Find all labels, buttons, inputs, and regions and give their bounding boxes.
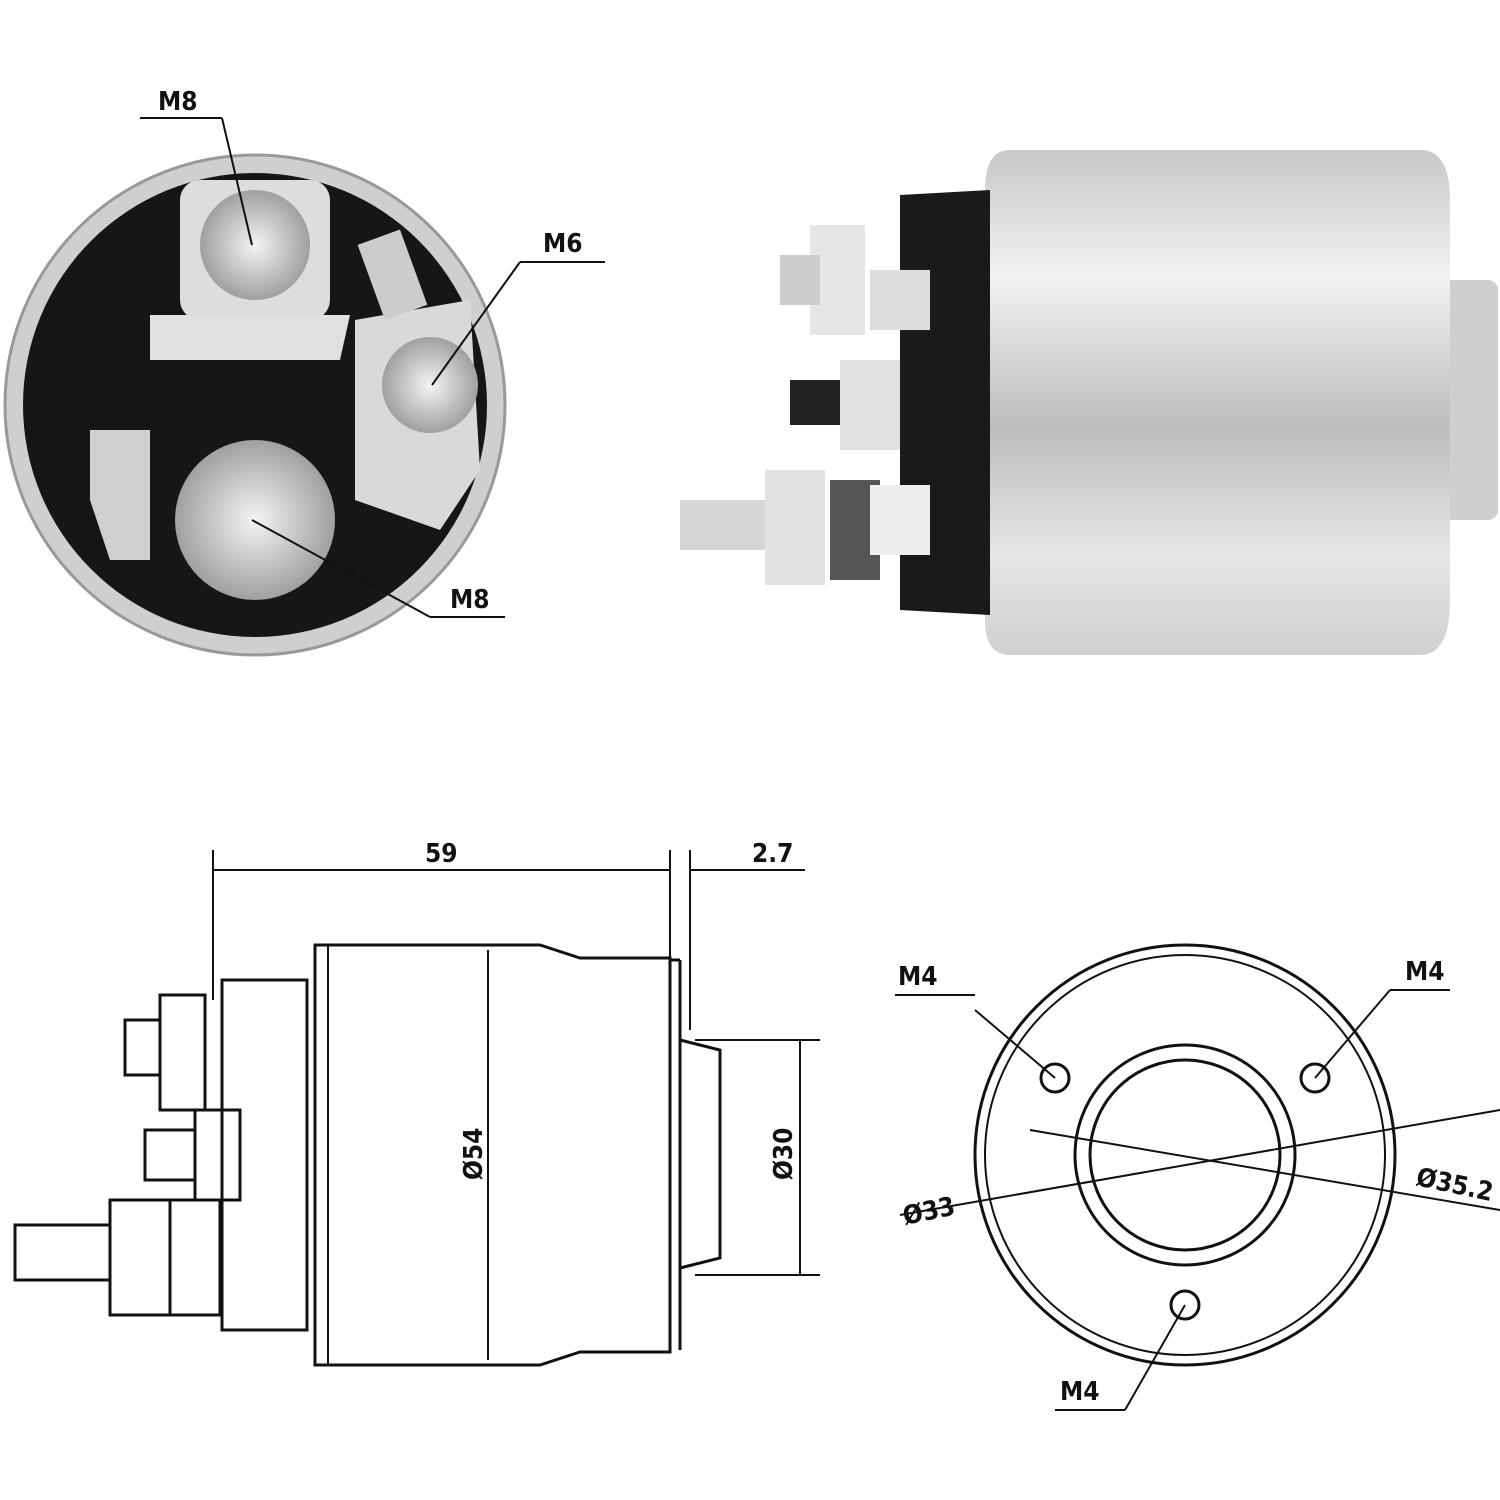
photo-side-view xyxy=(680,150,1498,655)
terminal-nut-bottom xyxy=(175,440,335,600)
dim-bolt-circle: Ø35.2 xyxy=(1414,1163,1496,1208)
dim-body-diameter: Ø54 xyxy=(459,1128,489,1180)
dim-boss-diameter: Ø30 xyxy=(769,1128,799,1180)
label-m4-bottom: M4 xyxy=(1060,1377,1100,1407)
label-m8-top: M8 xyxy=(158,87,198,117)
label-m6: M6 xyxy=(543,229,583,259)
label-m4-right: M4 xyxy=(1405,957,1445,987)
photo-end-view: M8 M6 M8 xyxy=(3,87,605,657)
label-m4-left: M4 xyxy=(898,962,938,992)
label-m8-bottom: M8 xyxy=(450,585,490,615)
drawing-side-view: 59 2.7 Ø30 Ø54 xyxy=(13,839,820,1367)
terminal-nut-m6 xyxy=(382,337,478,433)
drawing-end-view: M4 M4 M4 Ø33 Ø35.2 xyxy=(895,943,1500,1411)
dim-inner-diameter: Ø33 xyxy=(900,1192,958,1232)
stud xyxy=(680,500,770,550)
dim-length: 59 xyxy=(425,839,458,869)
dim-flange-offset: 2.7 xyxy=(752,839,793,869)
